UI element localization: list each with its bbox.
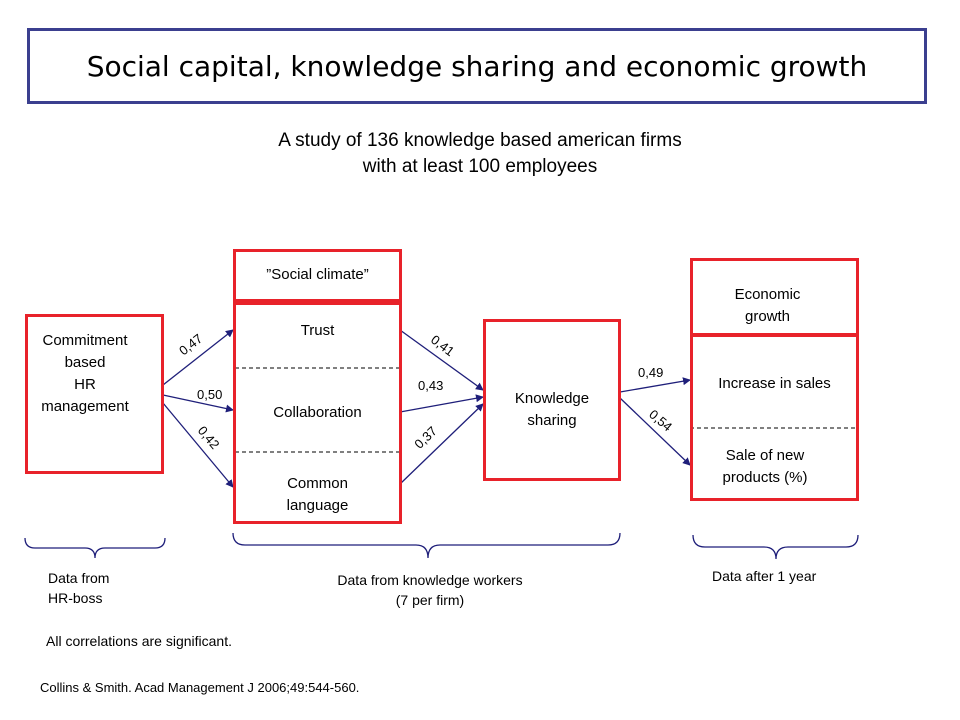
subtitle-line-1: A study of 136 knowledge based american … — [278, 130, 682, 151]
data-source-workers: Data from knowledge workers (7 per firm) — [300, 570, 560, 610]
data-source-hr: Data from HR-boss — [48, 568, 109, 608]
knowledge-sharing-line-2: sharing — [527, 412, 577, 429]
data-source-after: Data after 1 year — [712, 568, 817, 584]
trust-label: Trust — [300, 322, 335, 339]
economic-growth-line-1: Economic — [734, 286, 801, 303]
data-source-hr-line-2: HR-boss — [48, 590, 103, 606]
arrow-trust-ks — [399, 329, 484, 391]
title-box: Social capital, knowledge sharing and ec… — [27, 28, 927, 104]
hr-label-line-2: based — [64, 354, 106, 371]
arrow-hr-common — [162, 402, 234, 488]
arrow-hr-trust — [162, 329, 234, 386]
sale-of-new-products-label: Sale of new products (%) — [690, 445, 840, 489]
brace-hr — [24, 537, 166, 559]
data-source-workers-line-1: Data from knowledge workers — [337, 572, 523, 588]
corr-ks-sales: 0,49 — [638, 365, 664, 380]
citation: Collins & Smith. Acad Management J 2006;… — [40, 680, 360, 695]
corr-hr-collab: 0,50 — [197, 387, 223, 402]
knowledge-sharing-label: Knowledge sharing — [483, 388, 621, 432]
hr-management-box — [25, 314, 164, 474]
corr-collab-ks: 0,43 — [418, 378, 444, 393]
knowledge-sharing-box — [483, 319, 621, 481]
common-language-line-2: language — [286, 497, 349, 514]
increase-in-sales-label: Increase in sales — [718, 375, 831, 392]
common-language-label: Common language — [233, 473, 402, 517]
collaboration-label: Collaboration — [273, 404, 362, 421]
social-climate-header: ”Social climate” — [266, 266, 369, 283]
social-climate-box — [233, 302, 402, 524]
hr-management-label: Commitment based HR management — [20, 330, 150, 418]
arrow-ks-products — [619, 397, 691, 466]
social-climate-header-box — [233, 249, 402, 302]
sale-of-new-products-line-2: products (%) — [722, 469, 808, 486]
data-source-workers-line-2: (7 per firm) — [395, 592, 465, 608]
hr-label-line-3: HR — [74, 376, 96, 393]
arrow-ks-sales — [619, 377, 691, 393]
arrow-collab-ks — [399, 394, 484, 413]
significance-note: All correlations are significant. — [46, 633, 232, 649]
knowledge-sharing-line-1: Knowledge — [514, 390, 590, 407]
arrow-common-ks — [399, 403, 484, 485]
hr-label-line-4: management — [41, 398, 129, 415]
economic-growth-line-2: growth — [744, 308, 791, 325]
subtitle-line-2: with at least 100 employees — [362, 156, 598, 177]
page-title: Social capital, knowledge sharing and ec… — [86, 49, 868, 83]
economic-growth-box — [690, 334, 859, 501]
arrow-hr-collab — [162, 394, 234, 413]
hr-label-line-1: Commitment — [42, 332, 128, 349]
data-source-hr-line-1: Data from — [48, 570, 110, 586]
common-language-line-1: Common — [287, 475, 348, 492]
subtitle: A study of 136 knowledge based american … — [180, 128, 780, 180]
brace-after — [692, 534, 859, 560]
sale-of-new-products-line-1: Sale of new — [725, 447, 805, 464]
brace-workers — [232, 532, 621, 559]
economic-growth-header: Economic growth — [690, 284, 845, 328]
